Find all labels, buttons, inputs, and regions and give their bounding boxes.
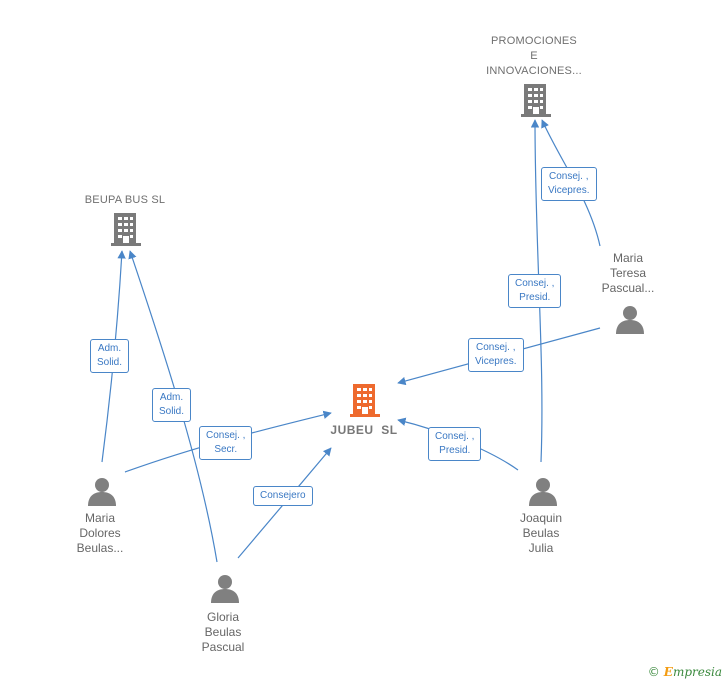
label-line: Dolores (79, 526, 121, 540)
edge-label-line: Consej. , (435, 431, 475, 442)
label-line: Julia (528, 541, 554, 555)
node-beupa-label[interactable]: BEUPA BUS SL (85, 193, 165, 208)
label-line: Beulas (522, 526, 560, 540)
edge-label-teresa-promociones[interactable]: Consej. , Vicepres. (541, 167, 597, 201)
edge-label-line: Consej. , (549, 171, 589, 182)
edge-label-line: Secr. (214, 444, 238, 455)
label-line: BEUPA BUS SL (84, 194, 166, 206)
label-line: Pascual... (601, 281, 655, 295)
label-line: Maria (612, 251, 644, 265)
edge-label-joaquin-promociones[interactable]: Consej. , Presid. (508, 274, 562, 308)
edge-label-dolores-beupa[interactable]: Adm. Solid. (90, 339, 130, 373)
label-line: Teresa (609, 266, 647, 280)
person-icon (616, 306, 644, 334)
person-icon (529, 478, 557, 506)
copyright-symbol: © (647, 665, 660, 679)
edge-label-line: Consej. , (206, 430, 246, 441)
label-line: Maria (84, 511, 116, 525)
edge-label-gloria-beupa[interactable]: Adm. Solid. (152, 388, 192, 422)
edge-label-dolores-jubeu[interactable]: Consej. , Secr. (199, 426, 253, 460)
person-icon (88, 478, 116, 506)
brand-initial: E (663, 665, 673, 679)
node-gloria-label[interactable]: Gloria Beulas Pascual (202, 610, 245, 655)
edge-label-line: Consej. , (476, 342, 516, 353)
building-icon (111, 213, 141, 246)
label-line: Joaquin (519, 511, 563, 525)
building-main-icon (350, 384, 380, 417)
edge-label-line: Vicepres. (475, 356, 517, 367)
edge-label-line: Adm. (159, 392, 184, 403)
edge-label-line: Solid. (159, 406, 185, 417)
node-joaquin-label[interactable]: Joaquin Beulas Julia (520, 511, 562, 556)
edge-label-line: Vicepres. (548, 185, 590, 196)
node-promociones-label[interactable]: PROMOCIONES E INNOVACIONES... (486, 34, 582, 79)
label-line: JUBEU SL (330, 423, 398, 437)
label-line: Gloria (206, 610, 240, 624)
edge-label-line: Presid. (519, 292, 551, 303)
edge-label-gloria-jubeu[interactable]: Consejero (253, 486, 313, 506)
node-maria-dolores-label[interactable]: Maria Dolores Beulas... (77, 511, 124, 556)
node-jubeu-label[interactable]: JUBEU SL (330, 423, 397, 438)
brand-name: mpresia (672, 665, 722, 679)
label-line: PROMOCIONES (491, 35, 577, 47)
edge-label-line: Presid. (439, 445, 471, 456)
label-line: Pascual (201, 640, 245, 654)
label-line: E (530, 50, 538, 62)
building-icon (521, 84, 551, 117)
brand-watermark: ©Empresia (648, 665, 722, 679)
edge-label-teresa-jubeu[interactable]: Consej. , Vicepres. (468, 338, 524, 372)
label-line: Beulas (204, 625, 242, 639)
label-line: INNOVACIONES... (486, 65, 582, 77)
edge-label-line: Adm. (97, 343, 122, 354)
label-line: Beulas... (76, 541, 124, 555)
edge-label-joaquin-jubeu[interactable]: Consej. , Presid. (428, 427, 482, 461)
edge-label-line: Consej. , (515, 278, 555, 289)
edge-label-line: Solid. (97, 357, 123, 368)
node-maria-teresa-label[interactable]: Maria Teresa Pascual... (602, 251, 655, 296)
edge-label-line: Consejero (260, 490, 306, 501)
person-icon (211, 575, 239, 603)
